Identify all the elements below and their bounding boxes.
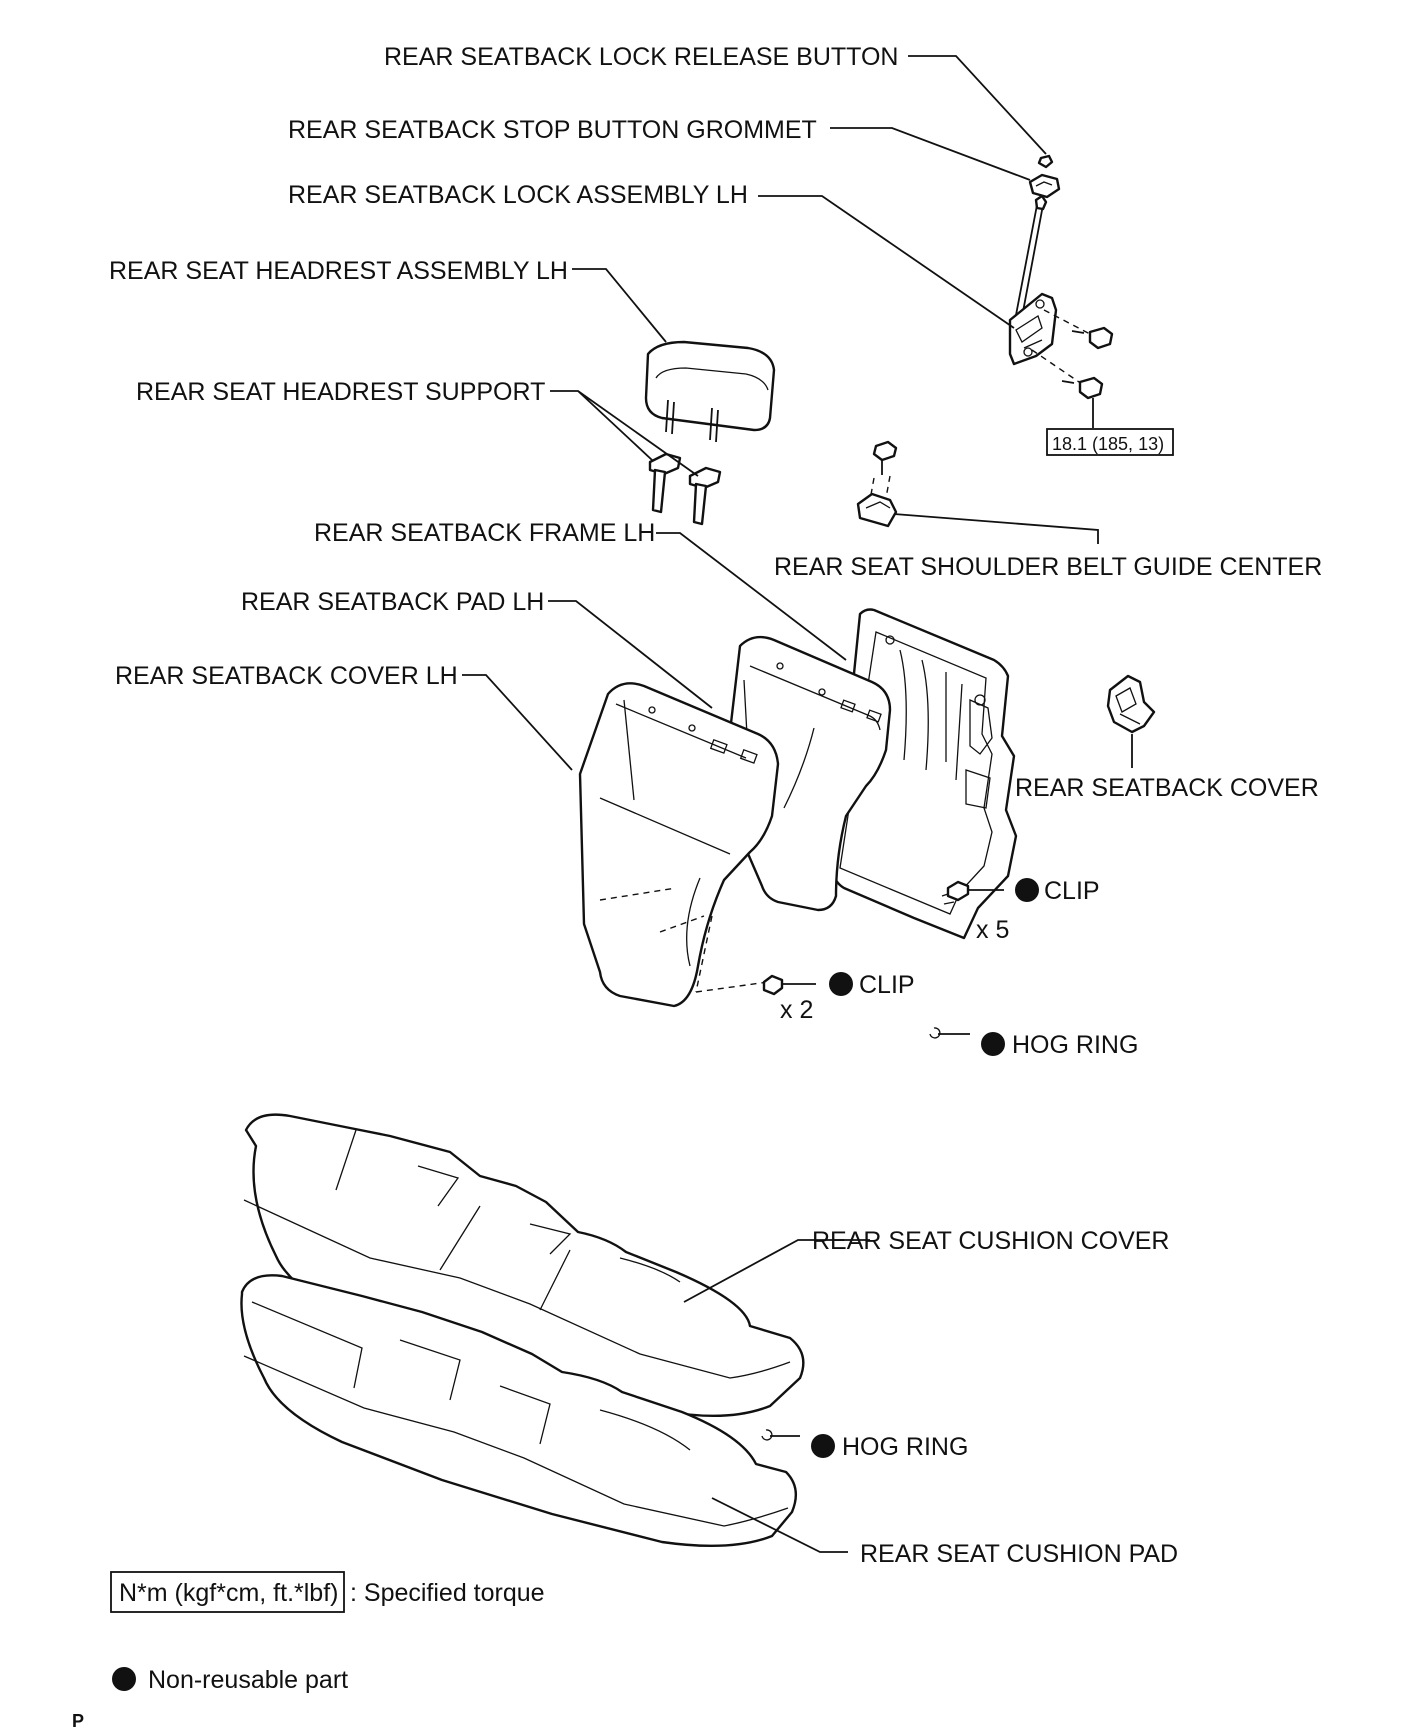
label-hog-ring-lower: HOG RING	[842, 1433, 968, 1461]
legend-torque-box	[110, 1571, 345, 1613]
footer-code: P	[72, 1711, 84, 1731]
clip-lower-part	[762, 974, 816, 996]
stop-button-grommet	[1028, 173, 1061, 199]
label-clip-lower-qty: x 2	[780, 996, 813, 1024]
label-hog-ring-upper: HOG RING	[1012, 1031, 1138, 1059]
headrest-supports	[648, 452, 722, 526]
non-reusable-marker	[981, 1032, 1005, 1056]
label-clip-lower: CLIP	[859, 971, 915, 999]
non-reusable-marker	[811, 1434, 835, 1458]
label-seatback-pad-lh: REAR SEATBACK PAD LH	[241, 588, 544, 616]
shoulder-belt-guide	[856, 440, 898, 528]
headrest-assembly	[644, 340, 776, 443]
label-headrest-assembly-lh: REAR SEAT HEADREST ASSEMBLY LH	[109, 257, 568, 285]
lock-release-button	[1037, 154, 1054, 169]
label-clip-upper: CLIP	[1044, 877, 1100, 905]
torque-box: 18.1 (185, 13)	[1046, 428, 1174, 456]
label-seatback-cover-lh: REAR SEATBACK COVER LH	[115, 662, 458, 690]
lock-bolts	[1031, 309, 1114, 428]
seatback-cover-lh	[578, 682, 780, 1008]
label-cushion-cover: REAR SEAT CUSHION COVER	[812, 1227, 1169, 1255]
clip-upper-part	[941, 880, 1004, 905]
seatback-cover-bracket	[1106, 674, 1156, 734]
hog-ring-lower-part	[761, 1429, 800, 1441]
label-lock-assembly-lh: REAR SEATBACK LOCK ASSEMBLY LH	[288, 181, 748, 209]
legend: N*m (kgf*cm, ft.*lbf) : Specified torque…	[110, 1571, 545, 1694]
callout-labels: REAR SEATBACK LOCK RELEASE BUTTON REAR S…	[109, 43, 1322, 1568]
non-reusable-marker	[829, 972, 853, 996]
label-seatback-cover: REAR SEATBACK COVER	[1015, 774, 1319, 802]
cushion-pad	[240, 1274, 798, 1548]
leader-lines	[462, 55, 1133, 1553]
label-headrest-support: REAR SEAT HEADREST SUPPORT	[136, 378, 545, 406]
legend-torque-unit: N*m (kgf*cm, ft.*lbf)	[119, 1579, 338, 1607]
legend-torque-text: : Specified torque	[350, 1579, 545, 1607]
label-shoulder-belt-guide-center: REAR SEAT SHOULDER BELT GUIDE CENTER	[774, 553, 1322, 581]
torque-value: 18.1 (185, 13)	[1052, 434, 1164, 454]
hog-ring-upper-part	[929, 1027, 970, 1039]
legend-non-reusable-icon	[112, 1667, 136, 1691]
cushion-cover	[243, 1113, 805, 1418]
lock-assembly-lh	[1008, 194, 1058, 366]
label-lock-release-button: REAR SEATBACK LOCK RELEASE BUTTON	[384, 43, 899, 71]
label-seatback-frame-lh: REAR SEATBACK FRAME LH	[314, 519, 655, 547]
label-clip-upper-qty: x 5	[976, 916, 1009, 944]
label-stop-button-grommet: REAR SEATBACK STOP BUTTON GROMMET	[288, 116, 817, 144]
legend-non-reusable-text: Non-reusable part	[148, 1666, 348, 1694]
label-cushion-pad: REAR SEAT CUSHION PAD	[860, 1540, 1178, 1568]
non-reusable-marker	[1015, 878, 1039, 902]
